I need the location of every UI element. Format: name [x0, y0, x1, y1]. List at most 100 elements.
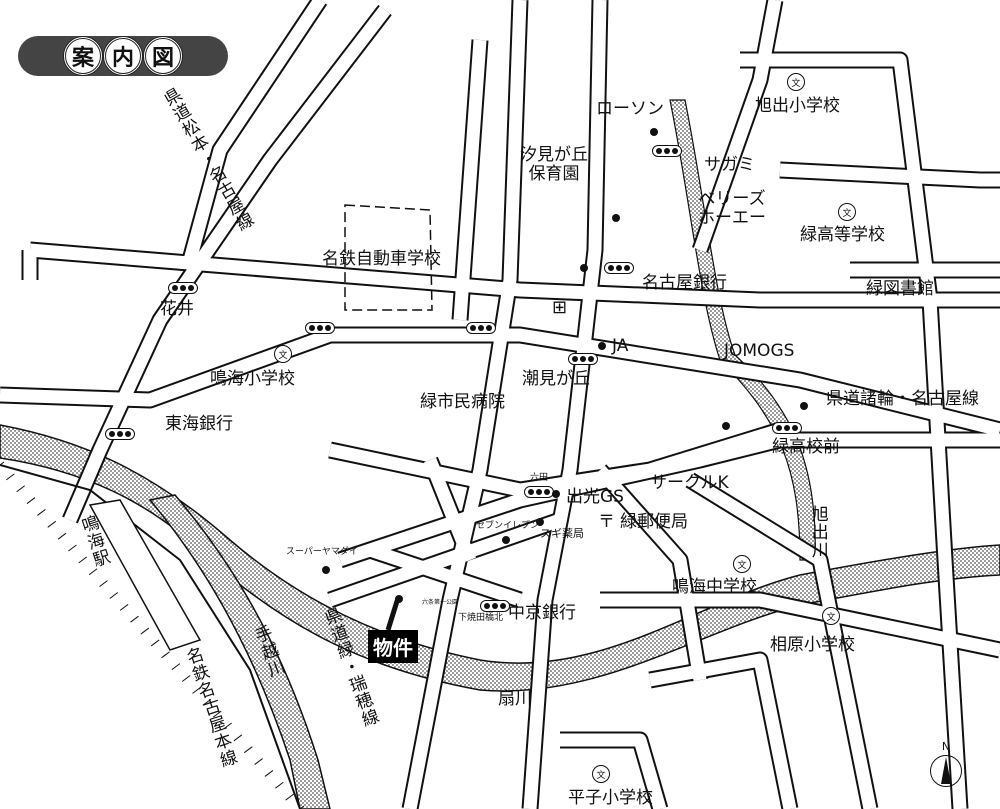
road-fill — [183, 0, 326, 262]
place-narumi-elem: 鳴海小学校 — [210, 369, 295, 389]
road-fill — [600, 593, 1000, 657]
place-meitetsu-driving: 名鉄自動車学校 — [322, 249, 441, 269]
place-lawson: ローソン — [596, 99, 664, 119]
property-pointer — [385, 597, 401, 631]
railway-tick — [47, 520, 57, 528]
place-idemitsu: 出光GS — [566, 487, 624, 507]
railway-tick — [150, 639, 160, 647]
railway-tick — [212, 710, 222, 718]
road-fill — [523, 0, 607, 809]
place-seven: セブンイレブン — [476, 521, 540, 531]
north-arrow-icon: N — [930, 740, 962, 789]
railway-tick — [57, 532, 67, 540]
place-circle-k: サークルK — [650, 473, 729, 493]
location-dot — [395, 595, 403, 603]
railway-tick — [202, 698, 212, 706]
road-fill — [686, 474, 877, 809]
place-hirako-school: 平子小学校 — [568, 788, 653, 808]
school-icon: 文 — [838, 203, 856, 221]
traffic-signal-icon — [168, 282, 198, 294]
place-shiomigaoka: 潮見が丘 — [522, 369, 590, 389]
railway-line — [0, 464, 301, 809]
railway-tick — [285, 793, 294, 801]
railway-tick — [299, 805, 305, 809]
railway-tick — [68, 544, 77, 552]
place-sugi: スギ薬局 — [540, 527, 584, 540]
location-dot — [552, 490, 560, 498]
title-char: 内 — [103, 36, 143, 76]
road-fill — [595, 465, 707, 682]
title-char: 案 — [63, 36, 103, 76]
road-fill — [403, 0, 527, 809]
location-dot — [722, 422, 730, 430]
traffic-signal-icon — [568, 353, 598, 365]
place-nagoya-bank: 名古屋銀行 — [642, 273, 727, 293]
traffic-signal-icon — [105, 428, 135, 440]
place-asahide-school: 旭出小学校 — [755, 96, 840, 116]
location-dot — [536, 518, 544, 526]
river-ogi — [0, 424, 1000, 692]
place-tokai-bank: 東海銀行 — [165, 414, 233, 434]
map-title: 案 内 図 — [18, 36, 228, 76]
place-shiomi-nursery: 汐見が丘 保育園 — [520, 145, 588, 184]
place-park: 六条第一公園 — [422, 599, 459, 606]
location-dot — [580, 264, 588, 272]
railway-tick — [130, 615, 139, 623]
railway-tick — [140, 627, 150, 635]
road-fill — [453, 39, 487, 321]
place-midori-high: 緑高等学校 — [800, 225, 885, 245]
road-fill — [367, 543, 523, 607]
railway-tick — [99, 580, 108, 588]
road-fill — [648, 653, 797, 809]
traffic-signal-icon — [305, 322, 335, 334]
road-fill — [779, 163, 1000, 187]
traffic-signal-icon — [466, 322, 496, 334]
traffic-signal-icon — [524, 486, 554, 498]
road-fill — [29, 243, 1000, 307]
driving-school-boundary — [344, 204, 433, 311]
place-berries: ベリーズ ホーエー — [698, 189, 766, 228]
river-label-asahide: 旭出川 — [807, 505, 828, 559]
place-aihara-school: 相原小学校 — [770, 635, 855, 655]
place-midori-post: 緑郵便局 — [620, 512, 688, 532]
railway-tick — [16, 485, 25, 493]
railway-tick — [119, 603, 129, 611]
traffic-signal-icon — [652, 145, 682, 157]
railway-tick — [6, 473, 15, 481]
north-label: N — [941, 740, 951, 753]
location-dot — [322, 566, 330, 574]
place-hanai: 花井 — [160, 299, 194, 319]
title-char: 図 — [143, 36, 183, 76]
road-fill — [327, 513, 563, 607]
location-dot — [650, 128, 658, 136]
place-chukyo-bank: 中京銀行 — [508, 603, 576, 623]
location-dot — [612, 214, 620, 222]
post-icon: 〒 — [598, 512, 615, 532]
place-ja: JA — [612, 336, 629, 356]
place-jomo: JOMOGS — [724, 341, 795, 361]
railway-tick — [0, 461, 5, 466]
place-midori-hospital: 緑市民病院 — [420, 392, 505, 412]
place-sagami: サガミ — [704, 155, 755, 175]
hospital-icon: ⊞ — [552, 297, 568, 318]
place-midori-library: 緑図書館 — [866, 279, 934, 299]
railway-tick — [161, 651, 170, 659]
railway-tick — [254, 758, 263, 765]
place-rokuta: 六田 — [530, 473, 549, 483]
school-icon: 文 — [274, 345, 292, 363]
railway-tick — [171, 663, 181, 671]
railway-meitetsu — [0, 204, 433, 809]
road-fill — [423, 457, 477, 563]
road-fill — [693, 0, 782, 253]
school-icon: 文 — [733, 555, 751, 573]
railway-tick — [192, 686, 201, 694]
railway-tick — [109, 592, 119, 599]
traffic-signal-icon — [604, 262, 634, 274]
place-super-yamadai: スーパーヤマダイ — [286, 547, 358, 557]
railway-tick — [275, 781, 284, 789]
river-label-ogi: 扇川 — [498, 689, 532, 709]
road-label-moroawa-nagoya: 県道諸輪・名古屋線 — [826, 389, 979, 409]
railway-tick — [264, 770, 274, 777]
